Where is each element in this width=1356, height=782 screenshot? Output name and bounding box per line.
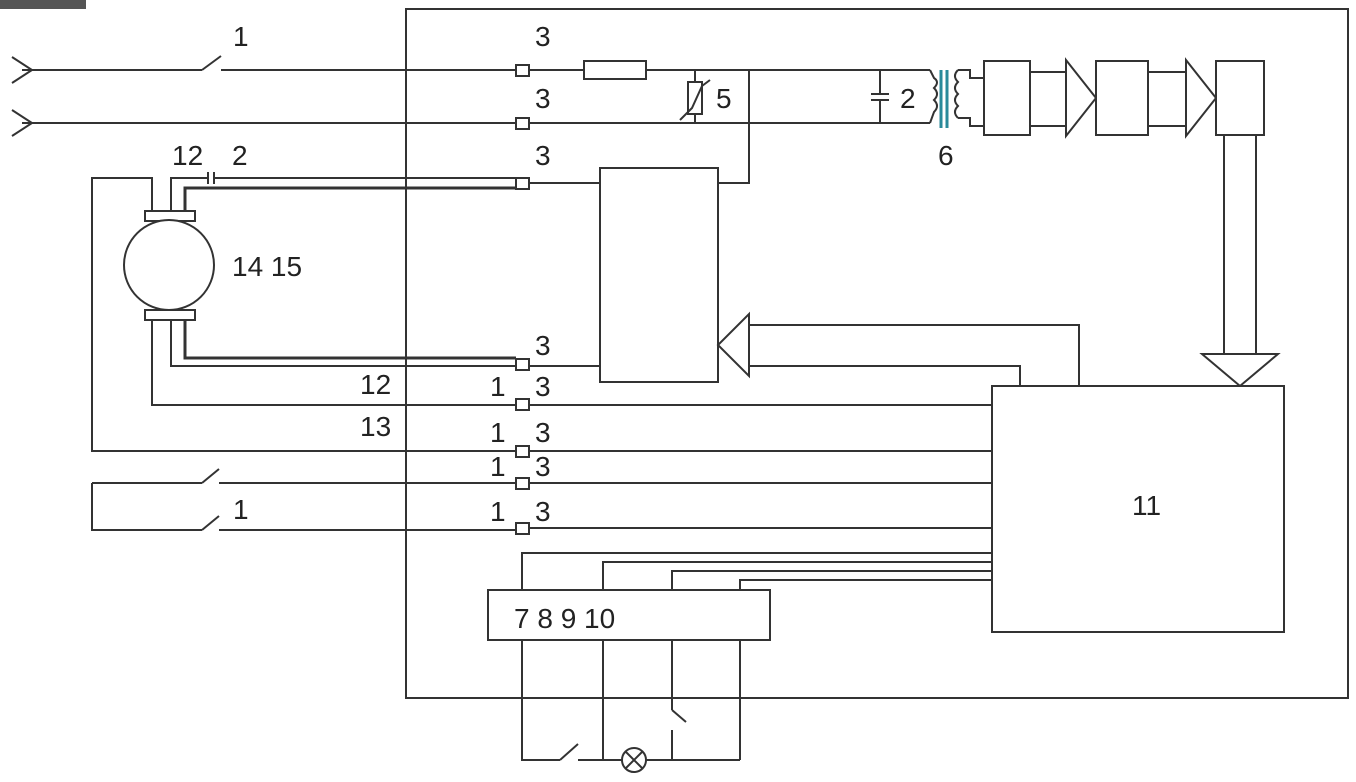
terminal-blocks	[515, 64, 530, 535]
labels: 1 3 3 3 3 3 3 3 3 1 1 1 1 1 12 12 13 2 2…	[172, 21, 1161, 634]
terminal-label: 3	[535, 21, 551, 52]
terminal	[515, 177, 530, 190]
mains-input	[11, 55, 516, 137]
io-output-loop	[521, 640, 741, 773]
driver-feedback	[716, 311, 1080, 386]
controller-label: 11	[1132, 490, 1161, 521]
switch-label: 1	[233, 494, 249, 525]
external-switches	[91, 468, 516, 531]
varistor	[679, 70, 711, 123]
switch-label: 1	[490, 371, 506, 402]
varistor-label: 5	[716, 83, 732, 114]
controller-inputs	[529, 404, 992, 529]
power-feed-wire	[718, 70, 750, 184]
wire-label: 12	[172, 140, 203, 171]
terminal-label: 3	[535, 140, 551, 171]
switch-label: 1	[490, 451, 506, 482]
motor-label: 14 15	[232, 251, 302, 282]
signal-chain	[983, 57, 1265, 139]
data-bus-arrow	[1199, 135, 1281, 388]
switch-label: 1	[233, 21, 249, 52]
capacitor-label: 2	[900, 83, 916, 114]
terminal	[515, 477, 530, 490]
corner-marker	[0, 0, 86, 9]
wire-label: 13	[360, 411, 391, 442]
terminal	[515, 117, 530, 130]
transformer	[929, 69, 984, 128]
io-module-label: 7 8 9 10	[514, 603, 615, 634]
io-bus	[521, 552, 992, 590]
terminal-label: 3	[535, 451, 551, 482]
terminal	[515, 358, 530, 371]
motor	[123, 210, 215, 321]
terminal	[515, 398, 530, 411]
terminal	[515, 522, 530, 535]
controller-block	[991, 385, 1285, 633]
terminal-label: 3	[535, 330, 551, 361]
motor-driver-block	[599, 167, 719, 383]
capacitor-label: 2	[232, 140, 248, 171]
switch-label: 1	[490, 496, 506, 527]
io-module-block	[487, 589, 771, 641]
terminal-label: 3	[535, 371, 551, 402]
terminal-label: 3	[535, 417, 551, 448]
terminal-label: 3	[535, 496, 551, 527]
motor-wiring	[91, 172, 600, 452]
terminal	[515, 445, 530, 458]
terminal-label: 3	[535, 83, 551, 114]
transformer-label: 6	[938, 140, 954, 171]
enclosure-frame	[405, 8, 1349, 699]
fuse	[529, 60, 930, 124]
terminal	[515, 64, 530, 77]
wire-label: 12	[360, 369, 391, 400]
line-capacitor	[871, 70, 889, 123]
switch-label: 1	[490, 417, 506, 448]
